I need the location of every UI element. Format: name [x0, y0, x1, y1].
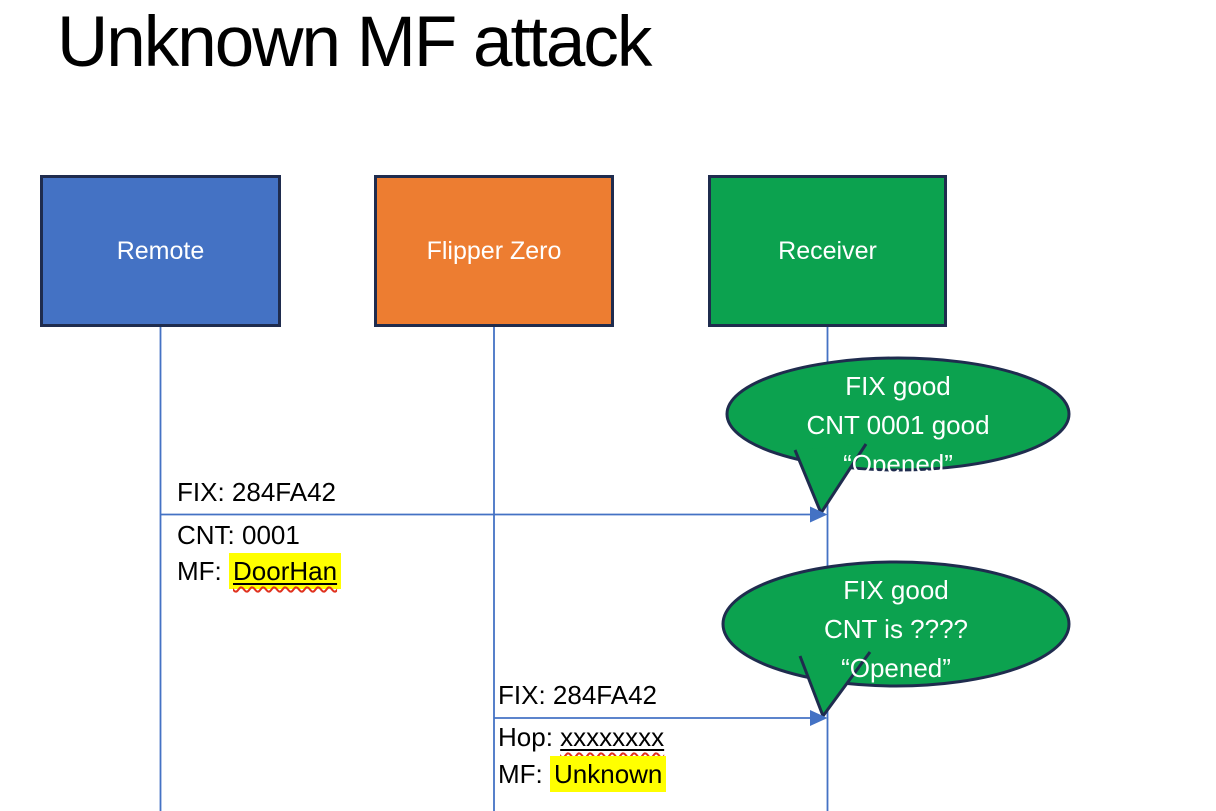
callout1-line1: FIX good	[845, 371, 951, 401]
message2-mf-highlight: Unknown	[550, 756, 667, 792]
message2-arrowhead	[810, 710, 828, 726]
actor-box-flipper-zero: Flipper Zero	[374, 175, 614, 327]
message2-fix-label: FIX: 284FA42	[498, 680, 657, 710]
message2-hop-label: Hop: xxxxxxxx	[498, 722, 664, 753]
callout1-line3: “Opened”	[843, 449, 953, 479]
callout2-bubble	[721, 560, 1071, 718]
callout1-text: FIX good CNT 0001 good “Opened”	[738, 367, 1058, 484]
actor-label-flipper-zero: Flipper Zero	[426, 236, 562, 265]
message2-mf-prefix: MF:	[498, 759, 550, 789]
message2-mf-label: MF: Unknown	[498, 756, 667, 792]
callout2-line1: FIX good	[843, 575, 949, 605]
actor-box-receiver: Receiver	[708, 175, 947, 327]
message1-mf-prefix: MF:	[177, 556, 229, 586]
message1-cnt-label: CNT: 0001	[177, 520, 300, 550]
actor-label-remote: Remote	[116, 236, 205, 265]
message1-fix-label: FIX: 284FA42	[177, 477, 336, 507]
message2-mf-value: Unknown	[554, 759, 663, 789]
message1-mf-label: MF: DoorHan	[177, 553, 342, 589]
message2-hop-squiggle: xxxxxxxx	[560, 722, 664, 752]
callout2-ellipse	[721, 560, 1071, 688]
message1-arrowhead	[810, 506, 828, 523]
callout1-line2: CNT 0001 good	[806, 410, 990, 440]
message1-mf-highlight: DoorHan	[229, 553, 342, 589]
message1-mf-value: DoorHan	[233, 556, 338, 586]
message2-hop-prefix: Hop:	[498, 722, 561, 752]
callout2-line3: “Opened”	[841, 653, 951, 683]
callout2-text: FIX good CNT is ???? “Opened”	[736, 571, 1056, 688]
message2-hop-value: xxxxxxxx	[560, 722, 665, 752]
actor-box-remote: Remote	[40, 175, 281, 327]
callout1-ellipse	[725, 356, 1071, 472]
slide-title: Unknown MF attack	[57, 3, 652, 82]
callout2-line2: CNT is ????	[823, 614, 969, 644]
actor-label-receiver: Receiver	[778, 236, 877, 265]
